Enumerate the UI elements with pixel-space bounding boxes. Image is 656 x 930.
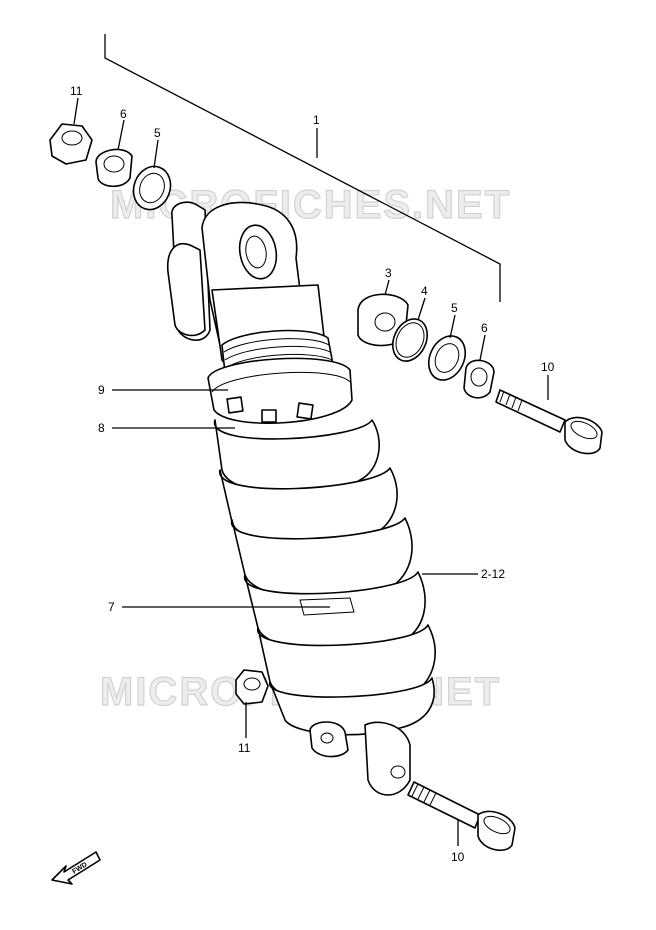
- callout-11-bottom: 11: [238, 741, 251, 755]
- callout-labels: 11 6 5 1 3 4 5 6 10 9 8 2-12 7 11 10: [70, 84, 555, 864]
- shock-reservoir: [166, 201, 211, 341]
- callout-10-top: 10: [541, 360, 555, 374]
- callout-6-top: 6: [120, 107, 127, 121]
- part-10-bolt-bottom: [407, 781, 516, 852]
- callout-4: 4: [421, 284, 428, 298]
- assembly-bracket: [104, 34, 501, 302]
- damper-rod: [299, 597, 355, 616]
- spring-adjuster-nut: [207, 357, 353, 424]
- forward-arrow-label: FWD: [71, 861, 88, 875]
- part-11-nut-top: [49, 123, 93, 165]
- part-5-seal-right: [427, 335, 467, 381]
- forward-arrow-icon: FWD: [51, 851, 101, 885]
- callout-8: 8: [98, 421, 105, 435]
- shock-lower-mount: [309, 721, 411, 796]
- callout-9: 9: [98, 383, 105, 397]
- callout-3: 3: [385, 266, 392, 280]
- part-6-bush-top: [95, 148, 133, 188]
- callout-7: 7: [108, 600, 115, 614]
- callout-10-bottom: 10: [451, 850, 465, 864]
- shock-spring: [214, 419, 436, 736]
- callout-5-right: 5: [451, 301, 458, 315]
- part-4-circlip: [391, 318, 429, 362]
- callout-6-right: 6: [481, 321, 488, 335]
- part-6-bush-right: [463, 359, 495, 399]
- part-5-seal-top: [132, 165, 172, 211]
- callout-11-top: 11: [70, 84, 83, 98]
- callout-1: 1: [313, 113, 320, 127]
- leader-lines: [73, 97, 549, 846]
- part-11-nut-bottom: [235, 669, 269, 705]
- callout-2-12: 2-12: [481, 567, 505, 581]
- callout-5-top: 5: [154, 126, 161, 140]
- part-10-bolt-top: [495, 389, 603, 455]
